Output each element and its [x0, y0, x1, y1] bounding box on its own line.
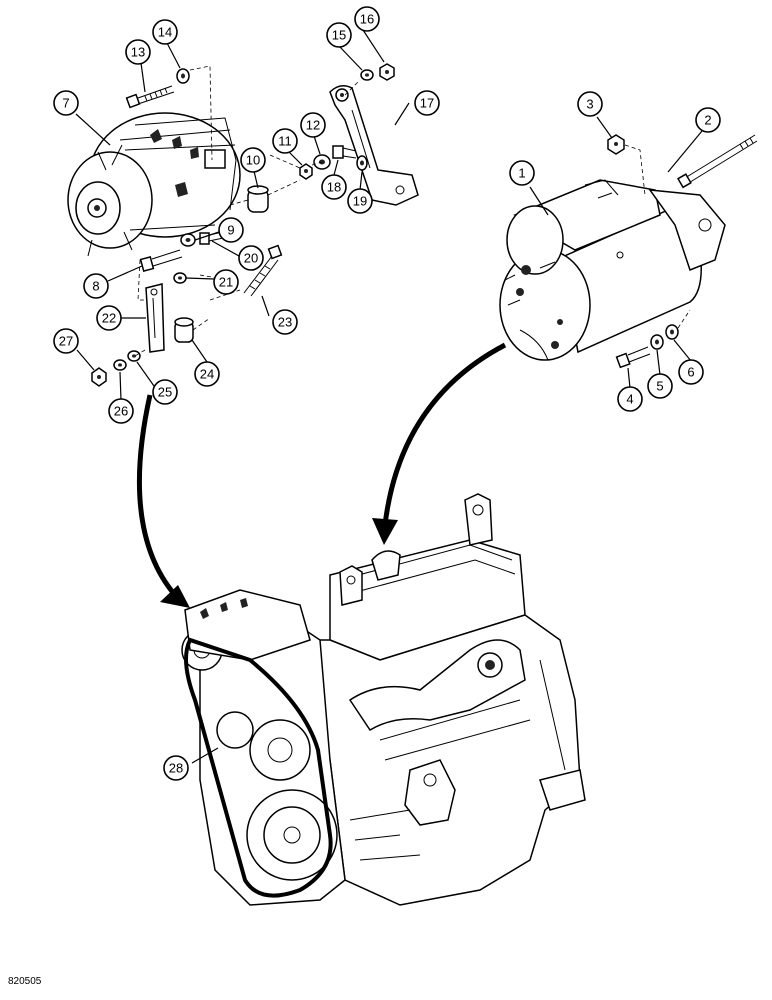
callout-9: 9 [218, 217, 244, 243]
callout-19: 19 [347, 188, 373, 214]
bolt-23 [243, 244, 283, 297]
engine-assembly [181, 493, 586, 906]
washer-14 [176, 68, 190, 84]
svg-text:20: 20 [244, 251, 258, 266]
callout-15: 15 [326, 22, 352, 48]
svg-text:21: 21 [219, 275, 233, 290]
bolt-4 [615, 346, 651, 369]
svg-text:7: 7 [62, 96, 69, 111]
callout-24: 24 [194, 361, 220, 387]
svg-text:25: 25 [158, 385, 172, 400]
callout-10: 10 [240, 147, 266, 173]
callout-18: 18 [321, 174, 347, 200]
nut-3 [607, 134, 625, 155]
bolt-2 [677, 134, 758, 189]
svg-text:1: 1 [518, 166, 525, 181]
spacer-10 [247, 185, 269, 213]
starter-motor [499, 179, 726, 361]
callout-17: 17 [414, 90, 440, 116]
spacer-24 [174, 317, 194, 343]
svg-text:28: 28 [169, 761, 183, 776]
callout-23: 23 [272, 309, 298, 335]
washer-21 [173, 272, 187, 284]
callout-5: 5 [647, 373, 673, 399]
arrow-starter-to-engine [372, 342, 507, 545]
callout-2: 2 [695, 107, 721, 133]
callout-27: 27 [53, 328, 79, 354]
callout-20: 20 [238, 245, 264, 271]
svg-text:23: 23 [278, 315, 292, 330]
svg-text:26: 26 [114, 404, 128, 419]
washer-15 [360, 69, 374, 81]
svg-text:8: 8 [92, 279, 99, 294]
callout-13: 13 [125, 39, 151, 65]
svg-text:18: 18 [327, 180, 341, 195]
washer-9 [180, 233, 196, 247]
callout-26: 26 [108, 398, 134, 424]
svg-text:13: 13 [131, 45, 145, 60]
washer-25 [127, 350, 141, 362]
washer-5 [650, 334, 664, 350]
callout-16: 16 [354, 6, 380, 32]
nut-16 [379, 63, 395, 81]
bolt-18 [332, 145, 357, 159]
nut-11 [299, 163, 313, 180]
callout-25: 25 [152, 379, 178, 405]
callout-12: 12 [300, 112, 326, 138]
adjusting-strap-22 [145, 283, 165, 353]
svg-text:17: 17 [420, 96, 434, 111]
bolt-13 [125, 85, 175, 109]
bolt-8 [139, 249, 183, 273]
svg-text:4: 4 [626, 392, 633, 407]
callout-11: 11 [272, 128, 298, 154]
svg-text:15: 15 [332, 28, 346, 43]
callout-21: 21 [213, 269, 239, 295]
svg-text:9: 9 [227, 223, 234, 238]
callout-28: 28 [163, 755, 189, 781]
washer-26 [113, 359, 127, 371]
callout-8: 8 [83, 273, 109, 299]
callout-1: 1 [509, 160, 535, 186]
svg-text:3: 3 [586, 97, 593, 112]
alternator [67, 112, 241, 257]
svg-text:22: 22 [102, 311, 116, 326]
svg-text:24: 24 [200, 367, 214, 382]
svg-text:5: 5 [656, 379, 663, 394]
arrow-alternator-to-engine [136, 394, 190, 608]
figure-id: 820505 [8, 976, 42, 987]
svg-text:14: 14 [158, 25, 172, 40]
svg-text:10: 10 [246, 153, 260, 168]
svg-text:19: 19 [353, 194, 367, 209]
nut-27 [91, 367, 107, 387]
callout-3: 3 [577, 91, 603, 117]
washer-19 [356, 155, 368, 171]
svg-text:12: 12 [306, 118, 320, 133]
leader-lines [75, 29, 703, 764]
svg-text:16: 16 [360, 12, 374, 27]
svg-text:27: 27 [59, 334, 73, 349]
svg-text:6: 6 [687, 365, 694, 380]
svg-text:2: 2 [704, 113, 711, 128]
callout-6: 6 [678, 359, 704, 385]
callout-7: 7 [53, 90, 79, 116]
fan-belt-28 [184, 637, 333, 898]
callout-22: 22 [96, 305, 122, 331]
svg-text:11: 11 [278, 134, 292, 149]
washer-6 [665, 324, 679, 340]
callout-4: 4 [617, 386, 643, 412]
callout-14: 14 [152, 19, 178, 45]
